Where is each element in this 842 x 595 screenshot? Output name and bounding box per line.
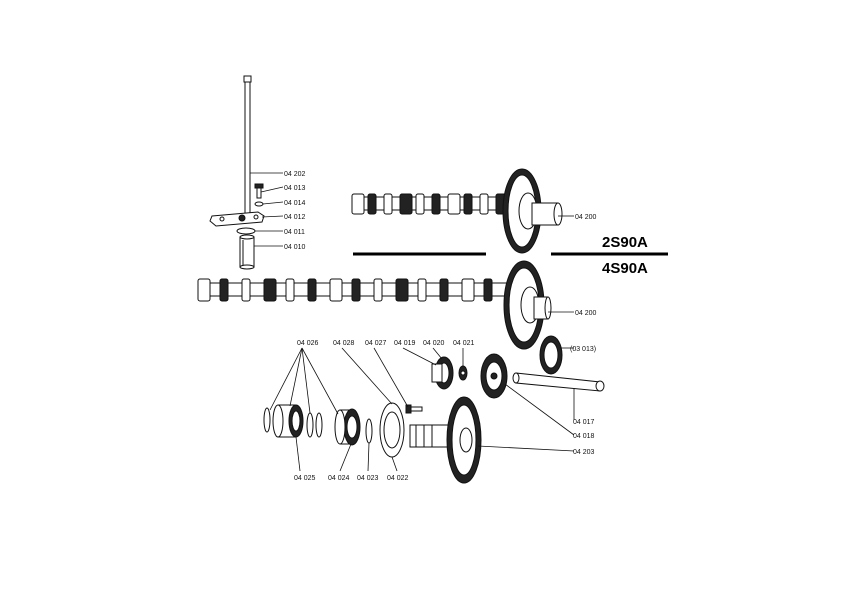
pushrod-assembly: [209, 75, 265, 270]
cam-lobe: [285, 278, 295, 302]
model-label-lower: 4S90A: [602, 260, 648, 277]
seal-ring-04011: [236, 227, 256, 235]
cam-lobe: [197, 278, 211, 302]
cam-lobe: [383, 193, 393, 215]
label-04200-lower: 04 200: [575, 310, 597, 317]
label-04010: 04 010: [284, 244, 306, 251]
label-04013: 04 013: [284, 185, 306, 192]
label-04203: 04 203: [573, 449, 595, 456]
label-04021: 04 021: [453, 340, 475, 347]
label-04202: 04 202: [284, 171, 306, 178]
pushrod: [244, 77, 251, 215]
label-04026: 04 026: [297, 340, 319, 347]
camshaft-lower: [197, 260, 552, 350]
label-04025: 04 025: [294, 475, 316, 482]
intermediate-gear-04018: [480, 353, 508, 399]
circlip-04023: [365, 418, 373, 444]
screw-04027: [405, 404, 423, 414]
crank-gear-04203: [409, 396, 482, 484]
model-label-upper: 2S90A: [602, 234, 648, 251]
bearing-04024: [334, 408, 361, 446]
label-04014: 04 014: [284, 200, 306, 207]
cam-lobe: [219, 278, 229, 302]
circlip-left: [263, 407, 271, 433]
cam-lobe: [351, 278, 361, 302]
cam-lobe: [329, 278, 343, 302]
cam-gear-lower: [503, 260, 545, 350]
gear-03013: [539, 335, 563, 375]
bushing-04010: [239, 234, 255, 270]
cam-lobe: [367, 193, 377, 215]
washer-04014: [254, 201, 264, 207]
label-04023: 04 023: [357, 475, 379, 482]
cam-lobe: [373, 278, 383, 302]
label-04027: 04 027: [365, 340, 387, 347]
label-04020: 04 020: [423, 340, 445, 347]
label-04018: 04 018: [573, 433, 595, 440]
cam-lobe: [417, 278, 427, 302]
label-04022: 04 022: [387, 475, 409, 482]
cam-lobe: [479, 193, 489, 215]
camshaft-upper: [351, 168, 563, 254]
cam-lobe: [431, 193, 441, 215]
cam-lobe: [447, 193, 461, 215]
cam-lobe: [351, 193, 365, 215]
cam-lobe: [415, 193, 425, 215]
cam-lobe: [461, 278, 475, 302]
label-03013: (03 013): [570, 346, 596, 353]
label-04012: 04 012: [284, 214, 306, 221]
circlips-mid: [306, 412, 323, 438]
bearing-04020: [431, 356, 454, 390]
shaft-04017: [512, 372, 605, 392]
cam-lobe: [241, 278, 251, 302]
cover-04022: [379, 402, 405, 458]
label-04024: 04 024: [328, 475, 350, 482]
cam-lobe: [399, 193, 413, 215]
label-04028: 04 028: [333, 340, 355, 347]
cam-lobe: [483, 278, 493, 302]
cam-lobe: [307, 278, 317, 302]
leader-lines: [250, 172, 575, 472]
cam-lobe: [263, 278, 277, 302]
bearing-04025: [272, 404, 304, 438]
label-04200-upper: 04 200: [575, 214, 597, 221]
cam-lobe: [463, 193, 473, 215]
label-04019: 04 019: [394, 340, 416, 347]
cam-lobe: [395, 278, 409, 302]
flange-plate-04012: [209, 211, 265, 227]
cam-lobe: [439, 278, 449, 302]
label-04017: 04 017: [573, 419, 595, 426]
label-04011: 04 011: [284, 229, 305, 236]
